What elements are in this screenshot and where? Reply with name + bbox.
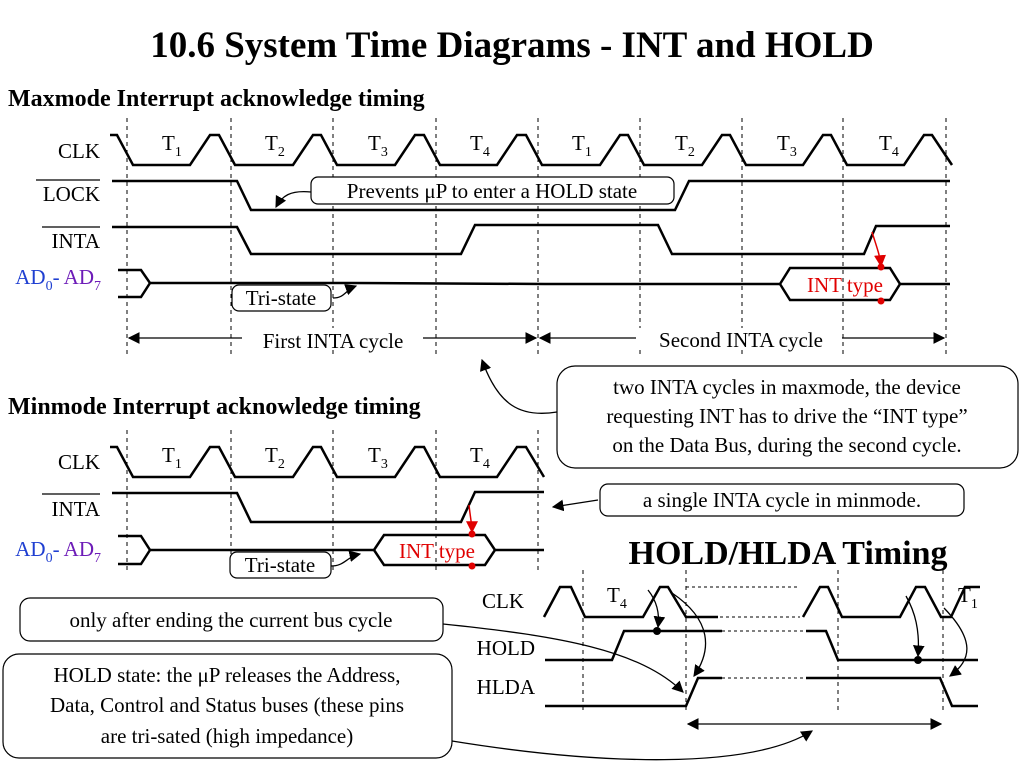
arrow-icon [671, 592, 707, 677]
state-label: T4 [470, 443, 490, 472]
hold-hold-waveform [545, 629, 978, 662]
arrow-icon [451, 730, 813, 761]
state-label: T2 [675, 131, 695, 160]
minmode-inta-waveform [112, 490, 544, 524]
arrow-icon [480, 358, 558, 414]
dot-icon [468, 562, 476, 570]
minmode-inta-label: INTA [52, 497, 101, 521]
hold-state-callout-line: are tri-sated (high impedance) [101, 724, 353, 748]
state-label: T3 [777, 131, 797, 160]
maxmode-ad-waveform [118, 266, 950, 302]
state-label: T2 [265, 443, 285, 472]
minmode-ad-waveform [118, 533, 544, 567]
dot-icon [653, 627, 661, 635]
maxmode-state-labels: T1 T2 T3 T4 T1 T2 T3 T4 [162, 131, 899, 160]
arrow-icon [943, 607, 968, 677]
arrow-icon [551, 499, 599, 512]
arrow-icon [647, 589, 666, 629]
hold-hlda-waveform [545, 676, 978, 708]
minmode-callout-box [599, 483, 965, 517]
hold-state-guides [582, 570, 944, 712]
state-label: T1 [162, 131, 182, 160]
state-label: T3 [368, 443, 388, 472]
hold-hlda-label: HLDA [477, 675, 536, 699]
state-label: T2 [265, 131, 285, 160]
arrow-icon [465, 504, 478, 534]
hold-hold-label: HOLD [477, 636, 535, 660]
minmode-int-type: INT type [399, 539, 475, 563]
minmode-ad-label: AD0- AD7 [15, 537, 101, 566]
arrow-icon [905, 595, 925, 658]
maxmode-int-type: INT type [807, 273, 883, 297]
maxmode-clk-label: CLK [58, 139, 100, 163]
state-label: T1 [162, 443, 182, 472]
state-label: T1 [958, 583, 978, 612]
maxmode-lock-label: LOCK [43, 182, 100, 206]
maxmode-lock-waveform [112, 179, 950, 212]
maxmode-tristate-box [231, 284, 332, 312]
arrow-icon [275, 190, 312, 209]
minmode-callout: a single INTA cycle in minmode. [643, 488, 921, 512]
state-label: T4 [879, 131, 899, 160]
maxmode-callout-line: on the Data Bus, during the second cycle… [612, 433, 961, 457]
maxmode-ad-label: AD0- AD7 [15, 265, 101, 294]
hold-state-callout-line: HOLD state: the μP releases the Address, [54, 663, 401, 687]
maxmode-inta-waveform [112, 223, 950, 256]
dot-icon [914, 656, 922, 664]
hold-heading: HOLD/HLDA Timing [629, 535, 948, 572]
slide-title: 10.6 System Time Diagrams - INT and HOLD [150, 25, 874, 66]
minmode-clk-waveform [110, 445, 546, 479]
label-mask [242, 328, 423, 350]
second-cycle-label: Second INTA cycle [659, 328, 823, 352]
hold-state-callout-line: Data, Control and Status buses (these pi… [50, 693, 404, 717]
label-mask [636, 328, 842, 348]
arrow-icon [442, 623, 684, 693]
minmode-heading: Minmode Interrupt acknowledge timing [8, 394, 421, 420]
dot-icon [468, 530, 476, 538]
minmode-tristate-label: Tri-state [245, 553, 315, 577]
hold-cycle-callout-box [19, 597, 444, 642]
minmode-clk-label: CLK [58, 450, 100, 474]
first-cycle-label: First INTA cycle [263, 329, 404, 353]
maxmode-callout-line: requesting INT has to drive the “INT typ… [606, 404, 967, 428]
state-label: T1 [572, 131, 592, 160]
dot-icon [877, 263, 885, 271]
arrow-icon [332, 284, 358, 299]
minmode-tristate-box [229, 551, 332, 579]
hold-clk-waveform [542, 585, 980, 619]
hold-state-callout-box [2, 653, 453, 759]
lock-note: Prevents μP to enter a HOLD state [347, 179, 637, 203]
arrow-icon [330, 550, 362, 567]
state-label: T3 [368, 131, 388, 160]
maxmode-callout-line: two INTA cycles in maxmode, the device [613, 375, 961, 399]
hold-cycle-callout: only after ending the current bus cycle [69, 608, 392, 632]
maxmode-callout-box [556, 365, 1019, 469]
arrow-icon [871, 231, 886, 268]
maxmode-clk-waveform [110, 133, 954, 167]
state-label: T4 [607, 583, 627, 612]
minmode-state-labels: T1 T2 T3 T4 [162, 443, 490, 472]
state-label: T4 [470, 131, 490, 160]
lock-note-box [310, 176, 675, 205]
hold-clk-label: CLK [482, 589, 524, 613]
maxmode-heading: Maxmode Interrupt acknowledge timing [8, 86, 425, 112]
maxmode-tristate-label: Tri-state [246, 286, 316, 310]
dot-icon [877, 297, 885, 305]
maxmode-inta-label: INTA [52, 229, 101, 253]
